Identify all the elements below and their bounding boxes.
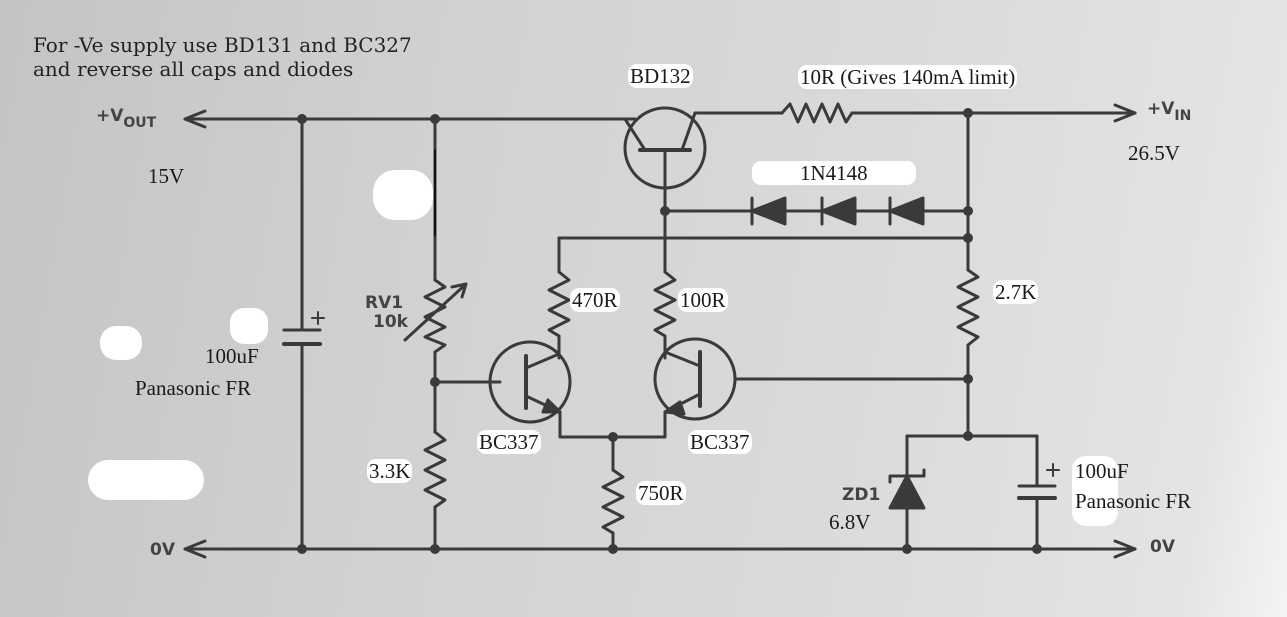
label-cin-value: 100uF xyxy=(1075,459,1129,483)
wire-left-emit xyxy=(558,410,667,439)
label-2-7k: 2.7K xyxy=(993,280,1039,304)
junction-dots xyxy=(297,108,1042,554)
diode-2 xyxy=(820,196,857,226)
label-rv1-value: 10k xyxy=(373,312,408,332)
label-100r: 100R xyxy=(678,288,728,312)
gnd-left-arrow xyxy=(183,539,207,559)
label-750r: 750R xyxy=(636,481,686,505)
note-line-2: and reverse all caps and diodes xyxy=(33,57,354,81)
gnd-left-label: 0V xyxy=(150,540,175,560)
gnd-right-arrow xyxy=(1113,539,1137,559)
whiteout-blob xyxy=(88,460,204,500)
note-line-1: For -Ve supply use BD131 and BC327 xyxy=(33,33,412,57)
bd132-emitter xyxy=(680,111,697,152)
label-rv1: RV1 xyxy=(365,293,404,313)
label-bc337-right: BC337 xyxy=(688,430,752,454)
junction-dot xyxy=(430,544,440,554)
rv1-zigzag xyxy=(423,278,447,354)
r100-zigzag xyxy=(653,270,677,338)
vin-sub: IN xyxy=(1174,108,1192,124)
label-470r: 470R xyxy=(570,288,620,312)
junction-dot xyxy=(963,206,973,216)
gnd-right-label: 0V xyxy=(1150,537,1175,557)
junction-dot xyxy=(608,544,618,554)
vout-sub: OUT xyxy=(123,115,157,131)
vout-arrow xyxy=(183,109,207,129)
junction-dot xyxy=(963,108,973,118)
whiteout-blob xyxy=(1072,456,1118,526)
junction-dot xyxy=(1032,544,1042,554)
label-1n4148: 1N4148 xyxy=(752,161,916,185)
bc337-left-arrow xyxy=(541,398,562,414)
label-cin-type: Panasonic FR xyxy=(1075,489,1192,513)
vout-value: 15V xyxy=(148,164,185,188)
rv1-wiper xyxy=(403,282,468,342)
diode-3 xyxy=(888,196,925,226)
bc337-left-collector xyxy=(524,352,561,370)
diode-1 xyxy=(750,196,787,226)
bc337-right-collector xyxy=(663,350,702,368)
junction-dot xyxy=(660,206,670,216)
vin-main: +V xyxy=(1147,99,1175,119)
junction-dot xyxy=(297,544,307,554)
whiteout-blob xyxy=(373,170,433,220)
label-bd132: BD132 xyxy=(628,64,693,88)
whiteout-blob xyxy=(100,326,142,360)
vin-value: 26.5V xyxy=(1128,141,1180,165)
bc337-left-body xyxy=(488,340,572,424)
bd132-collector xyxy=(623,117,647,152)
junction-dot xyxy=(963,233,973,243)
junction-dot xyxy=(963,374,973,384)
junction-dot xyxy=(608,432,618,442)
whiteout-blob xyxy=(230,308,268,344)
junction-dot xyxy=(430,377,440,387)
vout-terminal-label: +VOUT xyxy=(96,106,156,131)
zener-body xyxy=(888,474,926,510)
junction-dot xyxy=(297,114,307,124)
vin-terminal-label: +VIN xyxy=(1147,99,1191,124)
label-cout-type: Panasonic FR xyxy=(135,376,252,400)
junction-dot xyxy=(963,431,973,441)
zener-bar xyxy=(888,468,926,484)
cap-out-plus xyxy=(311,311,325,325)
label-bc337-left: BC337 xyxy=(477,430,541,454)
r27k-zigzag xyxy=(956,268,980,347)
junction-dot xyxy=(430,114,440,124)
r750-zigzag xyxy=(601,468,625,535)
label-3-3k: 3.3K xyxy=(367,459,413,483)
label-zd1-value: 6.8V xyxy=(829,510,871,534)
vout-main: +V xyxy=(96,106,124,126)
resistor-10r xyxy=(780,102,854,124)
bc337-right-arrow xyxy=(663,400,686,416)
r33k-zigzag xyxy=(423,430,447,509)
r470-zigzag xyxy=(547,270,571,338)
cap-in-plus xyxy=(1046,463,1060,477)
bc337-right-body xyxy=(653,337,737,421)
label-10r: 10R (Gives 140mA limit) xyxy=(798,65,1018,89)
vin-arrow xyxy=(1113,103,1137,123)
label-zd1: ZD1 xyxy=(842,485,881,505)
label-cout-value: 100uF xyxy=(205,344,259,368)
junction-dot xyxy=(902,544,912,554)
